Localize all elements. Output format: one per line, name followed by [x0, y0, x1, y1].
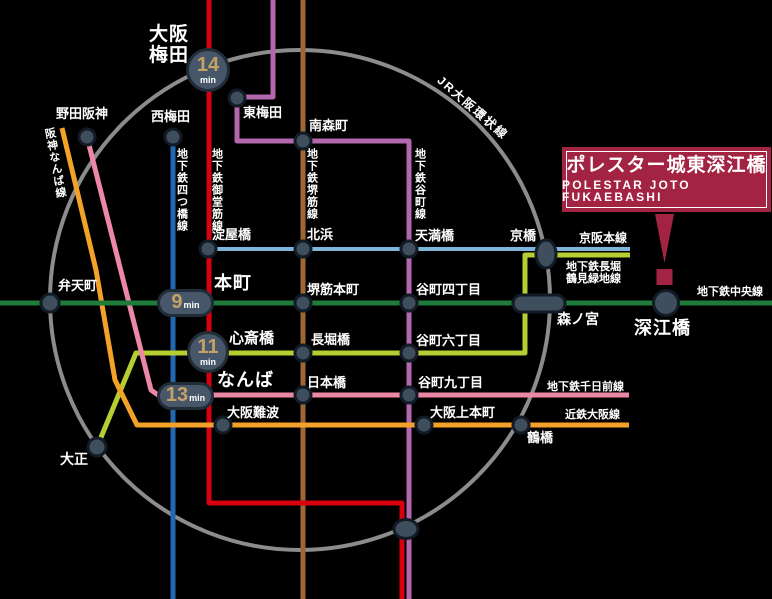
- station-label-temmabashi: 天満橋: [415, 228, 455, 243]
- station-dot-tanimachi-4chome: [399, 293, 419, 313]
- line-label-midosuji: 地下鉄御堂筋線: [210, 148, 223, 232]
- property-signboard: ポレスター城東深江橋 POLESTAR JOTO FUKAEBASHI: [562, 147, 771, 212]
- station-label-osaka-uehommachi: 大阪上本町: [430, 405, 496, 420]
- station-dot-osaka-uehommachi: [414, 415, 434, 435]
- station-label-taisho: 大正: [60, 451, 88, 467]
- badge-minutes: 11: [197, 336, 219, 358]
- station-label-nippombashi: 日本橋: [307, 375, 347, 390]
- station-oval-kyobashi: [534, 238, 558, 270]
- station-label-morinomiya: 森ノ宮: [557, 311, 599, 327]
- line-label-nagahori-l1: 地下鉄長堀: [566, 261, 621, 273]
- station-dot-yodoyabashi: [198, 239, 218, 259]
- station-label-yodoyabashi: 淀屋橋: [212, 227, 252, 242]
- property-name-jp: ポレスター城東深江橋: [566, 154, 767, 176]
- station-dot-osaka-namba: [213, 415, 233, 435]
- station-label-osaka-namba: 大阪難波: [227, 405, 280, 420]
- station-dot-kitahama: [293, 239, 313, 259]
- station-dot-nagahoribashi: [293, 343, 313, 363]
- time-badge-honmachi: 9 min: [157, 289, 214, 317]
- badge-minutes: 13: [165, 384, 189, 406]
- property-name-en: POLESTAR JOTO FUKAEBASHI: [562, 178, 691, 205]
- time-badge-namba: 13 min: [157, 382, 214, 410]
- station-label-umeda: 梅田: [149, 45, 190, 66]
- tanimachi-line: [234, 0, 412, 599]
- badge-unit: min: [183, 300, 200, 310]
- station-label-minamimorimachi: 南森町: [309, 118, 349, 133]
- station-label-noda-hanshin: 野田阪神: [56, 106, 109, 121]
- badge-minutes: 14: [196, 54, 220, 76]
- station-oval-unnamed: [392, 518, 420, 540]
- station-dot-noda-hanshin: [77, 127, 97, 147]
- station-dot-nishi-umeda: [163, 127, 183, 147]
- line-label-nagahori-l2: 鶴見緑地線: [566, 272, 621, 285]
- badge-minutes: 9: [171, 291, 183, 313]
- station-dot-taisho: [86, 436, 108, 458]
- station-label-osaka: 大阪: [149, 24, 190, 45]
- line-label-sakaisuji: 地下鉄堺筋線: [305, 148, 318, 220]
- badge-unit: min: [189, 393, 206, 403]
- station-pill-morinomiya: [511, 293, 567, 314]
- station-label-bentencho: 弁天町: [58, 278, 98, 293]
- property-marker-icon: [656, 269, 673, 285]
- station-label-sakaisuji-honmachi: 堺筋本町: [307, 282, 360, 297]
- station-dot-tanimachi-9chome: [399, 385, 419, 405]
- station-label-kitahama: 北浜: [307, 227, 334, 242]
- line-label-kintetsu-osaka: 近鉄大阪線: [565, 409, 620, 421]
- line-label-sennichimae: 地下鉄千日前線: [547, 381, 624, 393]
- badge-unit: min: [199, 357, 216, 367]
- station-label-shinsaibashi: 心斎橋: [229, 330, 275, 347]
- line-label-chuo: 地下鉄中央線: [697, 286, 763, 298]
- line-label-nagahori-tsurumi: 地下鉄長堀 鶴見緑地線: [566, 261, 621, 285]
- station-label-nagahoribashi: 長堀橋: [311, 332, 351, 347]
- station-label-namba: なんば: [217, 370, 274, 390]
- station-label-higashi-umeda: 東梅田: [243, 105, 283, 120]
- station-dot-sakaisuji-honmachi: [293, 293, 313, 313]
- station-label-nishi-umeda: 西梅田: [151, 109, 191, 124]
- line-label-yotsubashi: 地下鉄四つ橋線: [175, 148, 188, 232]
- station-label-tanimachi-6chome: 谷町六丁目: [416, 333, 482, 348]
- station-dot-tanimachi-6chome: [399, 343, 419, 363]
- station-label-tanimachi-4chome: 谷町四丁目: [416, 282, 482, 297]
- nagahori-tsurumi-line: [94, 252, 630, 448]
- station-dot-bentencho: [39, 292, 61, 314]
- line-label-keihan: 京阪本線: [579, 231, 628, 245]
- station-label-kyobashi: 京橋: [510, 228, 537, 243]
- property-pointer-icon: [655, 214, 674, 263]
- station-dot-minamimorimachi: [293, 131, 313, 151]
- sennichimae-line: [84, 136, 629, 398]
- station-dot-fukaebashi: [652, 289, 680, 317]
- hanshin-namba-kintetsu-line: [59, 127, 629, 428]
- station-dot-higashi-umeda: [227, 88, 247, 108]
- line-label-tanimachi: 地下鉄谷町線: [413, 148, 426, 220]
- time-badge-umeda: 14 min: [186, 48, 230, 92]
- station-label-tsuruhashi: 鶴橋: [527, 430, 554, 445]
- time-badge-shinsaibashi: 11 min: [187, 331, 229, 373]
- station-dot-nippombashi: [293, 385, 313, 405]
- station-label-tanimachi-9chome: 谷町九丁目: [418, 375, 484, 390]
- station-label-honmachi: 本町: [214, 273, 252, 293]
- station-label-fukaebashi: 深江橋: [634, 318, 691, 338]
- station-dot-temmabashi: [399, 239, 419, 259]
- station-label-osaka-umeda: 大阪 梅田: [149, 24, 189, 66]
- badge-unit: min: [199, 75, 216, 85]
- station-dot-tsuruhashi: [511, 415, 531, 435]
